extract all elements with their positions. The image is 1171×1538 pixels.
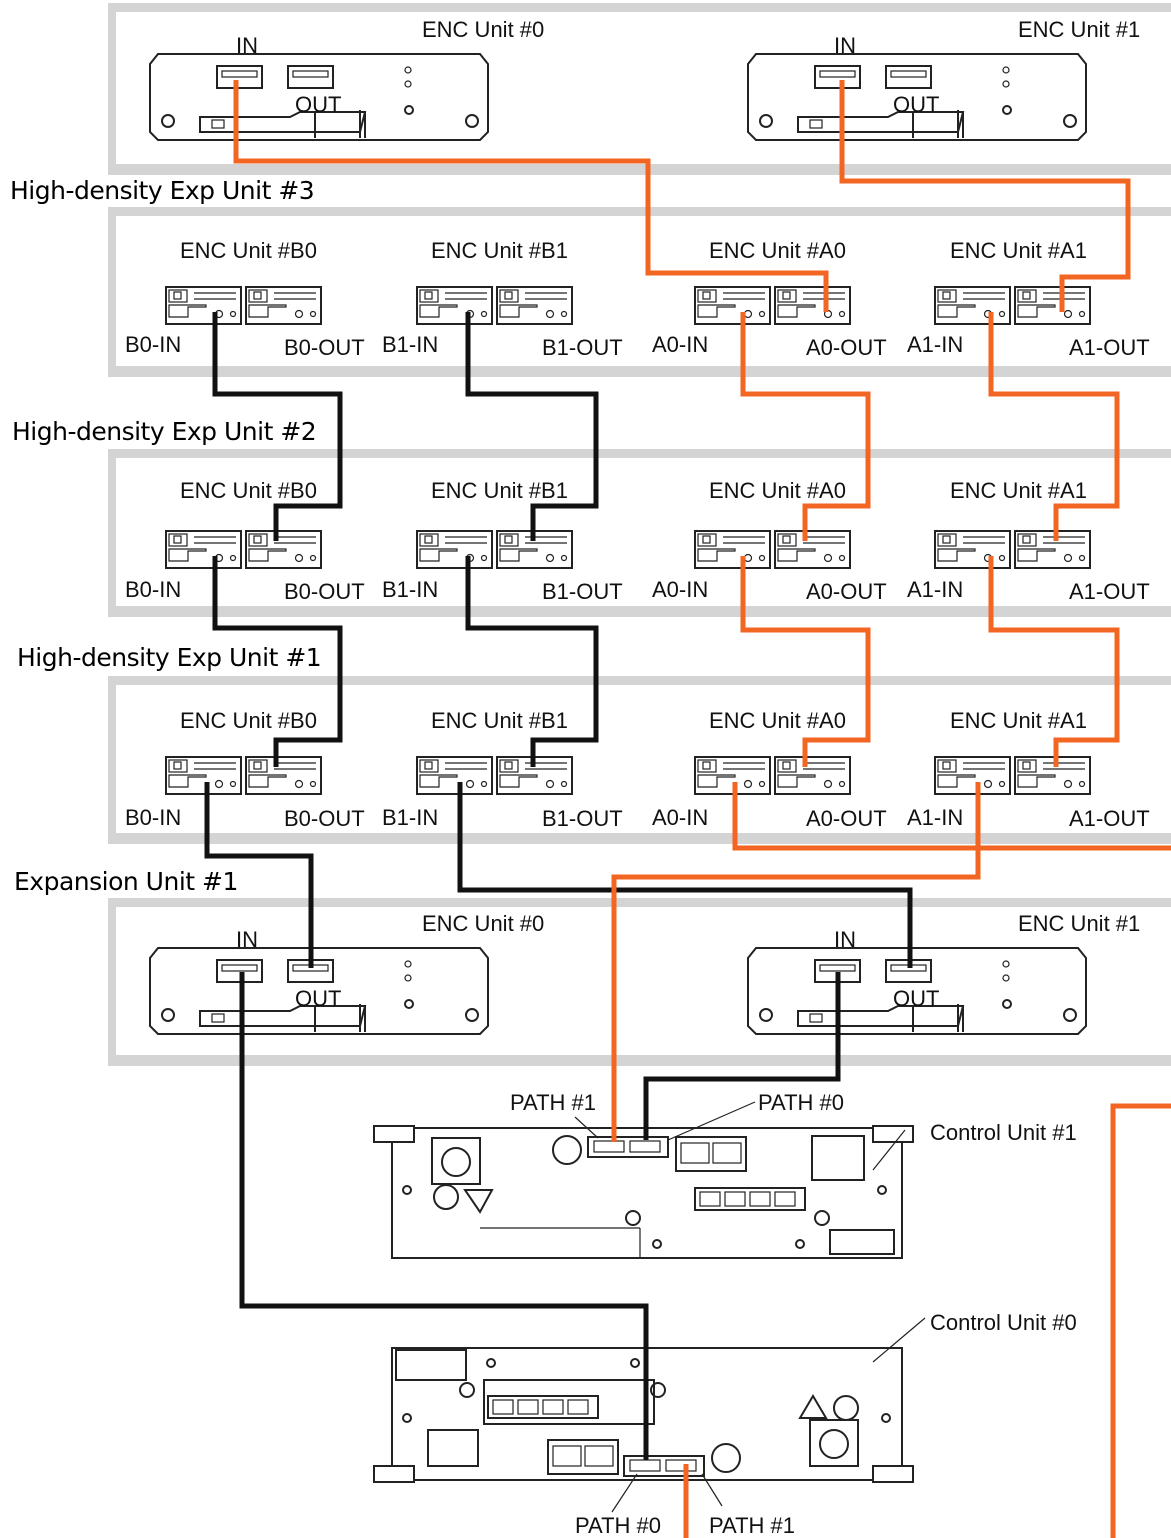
cu1-path0-leader bbox=[667, 1101, 756, 1141]
hd3-a0-out: A0-OUT bbox=[806, 335, 887, 360]
hd2-a0-label: ENC Unit #A0 bbox=[709, 478, 846, 503]
hd3-b0-in: B0-IN bbox=[125, 332, 181, 357]
cu0-path0-leader bbox=[611, 1473, 638, 1513]
orange-cable-hd2a1-hd1a1 bbox=[988, 556, 1120, 767]
hd1-a0-label: ENC Unit #A0 bbox=[709, 708, 846, 733]
black-cable-hd2b0-hd1b0 bbox=[212, 556, 343, 767]
hd3-b1-in: B1-IN bbox=[382, 332, 438, 357]
hd2-a0-in: A0-IN bbox=[652, 577, 708, 602]
black-cable-hd1b0-exp-enc0-out bbox=[204, 782, 314, 968]
hd1-a0-out: A0-OUT bbox=[806, 806, 887, 831]
black-cable-exp-enc1-in-cu1-path0 bbox=[643, 972, 841, 1140]
top-enc0-in-label: IN bbox=[236, 33, 258, 58]
cu1-path0-label: PATH #0 bbox=[758, 1090, 844, 1115]
black-cable-hd3b0-hd2b0 bbox=[212, 312, 343, 541]
hd1-a1-label: ENC Unit #A1 bbox=[950, 708, 1087, 733]
top-enc-unit-0: ENC Unit #0 IN OUT bbox=[149, 17, 544, 141]
exp1-enc0-in-label: IN bbox=[236, 927, 258, 952]
hd3-a1-label: ENC Unit #A1 bbox=[950, 238, 1087, 263]
hd1-b0-out: B0-OUT bbox=[284, 806, 365, 831]
hd3-title: High-density Exp Unit #3 bbox=[10, 176, 314, 205]
hd3-b0-label: ENC Unit #B0 bbox=[180, 238, 317, 263]
hd2-b1-in: B1-IN bbox=[382, 577, 438, 602]
top-enc-unit-1: ENC Unit #1 IN OUT bbox=[747, 17, 1140, 141]
hd3-b1-out: B1-OUT bbox=[542, 335, 623, 360]
hd1-b0-in: B0-IN bbox=[125, 805, 181, 830]
top-enc0-label: ENC Unit #0 bbox=[422, 17, 544, 42]
hd2-title: High-density Exp Unit #2 bbox=[12, 417, 316, 446]
exp1-enc1-out-label: OUT bbox=[893, 986, 939, 1011]
orange-cables bbox=[233, 80, 1171, 1538]
cu1-path1-leader bbox=[574, 1116, 599, 1139]
orange-cable-hd1a1-cu1-path1 bbox=[611, 782, 981, 1142]
hd1-a0-in: A0-IN bbox=[652, 805, 708, 830]
hd3-a1-out: A1-OUT bbox=[1069, 335, 1150, 360]
hd1-b0-label: ENC Unit #B0 bbox=[180, 708, 317, 733]
top-enc0-out-label: OUT bbox=[295, 92, 341, 117]
black-cable-exp-enc0-in-cu0-path0 bbox=[239, 972, 649, 1460]
hd2-modules: ENC Unit #B0 ENC Unit #B1 ENC Unit #A0 E… bbox=[125, 478, 1150, 604]
orange-cable-hd3a1-hd2a1 bbox=[988, 312, 1120, 541]
cu1-path1-label: PATH #1 bbox=[510, 1090, 596, 1115]
hd2-b1-out: B1-OUT bbox=[542, 579, 623, 604]
hd1-modules: ENC Unit #B0 ENC Unit #B1 ENC Unit #A0 E… bbox=[125, 708, 1150, 831]
cu0-path1-label: PATH #1 bbox=[709, 1513, 795, 1538]
cu1-label: Control Unit #1 bbox=[930, 1120, 1077, 1145]
cu0-path0-label: PATH #0 bbox=[575, 1513, 661, 1538]
cu0-path1-leader bbox=[701, 1473, 723, 1507]
top-enc1-label: ENC Unit #1 bbox=[1018, 17, 1140, 42]
hd1-b1-in: B1-IN bbox=[382, 805, 438, 830]
exp1-enc1-label: ENC Unit #1 bbox=[1018, 911, 1140, 936]
hd2-a1-label: ENC Unit #A1 bbox=[950, 478, 1087, 503]
hd3-a0-in: A0-IN bbox=[652, 332, 708, 357]
hd1-b1-out: B1-OUT bbox=[542, 806, 623, 831]
orange-cable-hd3a0-hd2a0 bbox=[740, 312, 871, 541]
orange-cable-top-enc1-hd3a1 bbox=[839, 80, 1131, 312]
black-cables bbox=[204, 312, 913, 1460]
cu0-label: Control Unit #0 bbox=[930, 1310, 1077, 1335]
exp1-title: Expansion Unit #1 bbox=[14, 867, 238, 896]
hd2-a1-in: A1-IN bbox=[907, 577, 963, 602]
orange-cable-offpage-right bbox=[1110, 1103, 1171, 1538]
hd1-b1-label: ENC Unit #B1 bbox=[431, 708, 568, 733]
control-unit-0 bbox=[373, 1317, 926, 1483]
hd2-b0-in: B0-IN bbox=[125, 577, 181, 602]
orange-cable-hd2a0-hd1a0 bbox=[740, 556, 871, 767]
top-enc1-in-label: IN bbox=[834, 33, 856, 58]
exp1-enc-unit-1: ENC Unit #1 IN OUT bbox=[747, 911, 1140, 1035]
hd3-modules: ENC Unit #B0 ENC Unit #B1 ENC Unit #A0 E… bbox=[125, 238, 1150, 360]
exp1-enc1-in-label: IN bbox=[834, 927, 856, 952]
orange-cable-top-enc0-hd3a0 bbox=[233, 80, 829, 312]
top-enc1-out-label: OUT bbox=[893, 92, 939, 117]
hd3-a1-in: A1-IN bbox=[907, 332, 963, 357]
exp1-enc0-label: ENC Unit #0 bbox=[422, 911, 544, 936]
hd1-title: High-density Exp Unit #1 bbox=[17, 643, 321, 672]
control-unit-1 bbox=[373, 1125, 914, 1259]
hd2-b0-label: ENC Unit #B0 bbox=[180, 478, 317, 503]
exp1-enc-unit-0: ENC Unit #0 IN OUT bbox=[149, 911, 544, 1035]
hd1-a1-out: A1-OUT bbox=[1069, 806, 1150, 831]
hd3-a0-label: ENC Unit #A0 bbox=[709, 238, 846, 263]
hd1-a1-in: A1-IN bbox=[907, 805, 963, 830]
hd2-a1-out: A1-OUT bbox=[1069, 579, 1150, 604]
black-cable-hd1b1-exp-enc1-out bbox=[457, 782, 913, 968]
black-cable-hd3b1-hd2b1 bbox=[465, 312, 599, 541]
enc-shelf-top bbox=[108, 3, 1171, 175]
black-cable-hd2b1-hd1b1 bbox=[465, 556, 599, 767]
hd3-b0-out: B0-OUT bbox=[284, 335, 365, 360]
hd2-a0-out: A0-OUT bbox=[806, 579, 887, 604]
exp1-chassis bbox=[108, 898, 1171, 1066]
hd3-b1-label: ENC Unit #B1 bbox=[431, 238, 568, 263]
exp1-enc0-out-label: OUT bbox=[295, 986, 341, 1011]
hd2-b0-out: B0-OUT bbox=[284, 579, 365, 604]
hd2-b1-label: ENC Unit #B1 bbox=[431, 478, 568, 503]
orange-cable-hd1a0-offpage bbox=[732, 782, 1171, 851]
